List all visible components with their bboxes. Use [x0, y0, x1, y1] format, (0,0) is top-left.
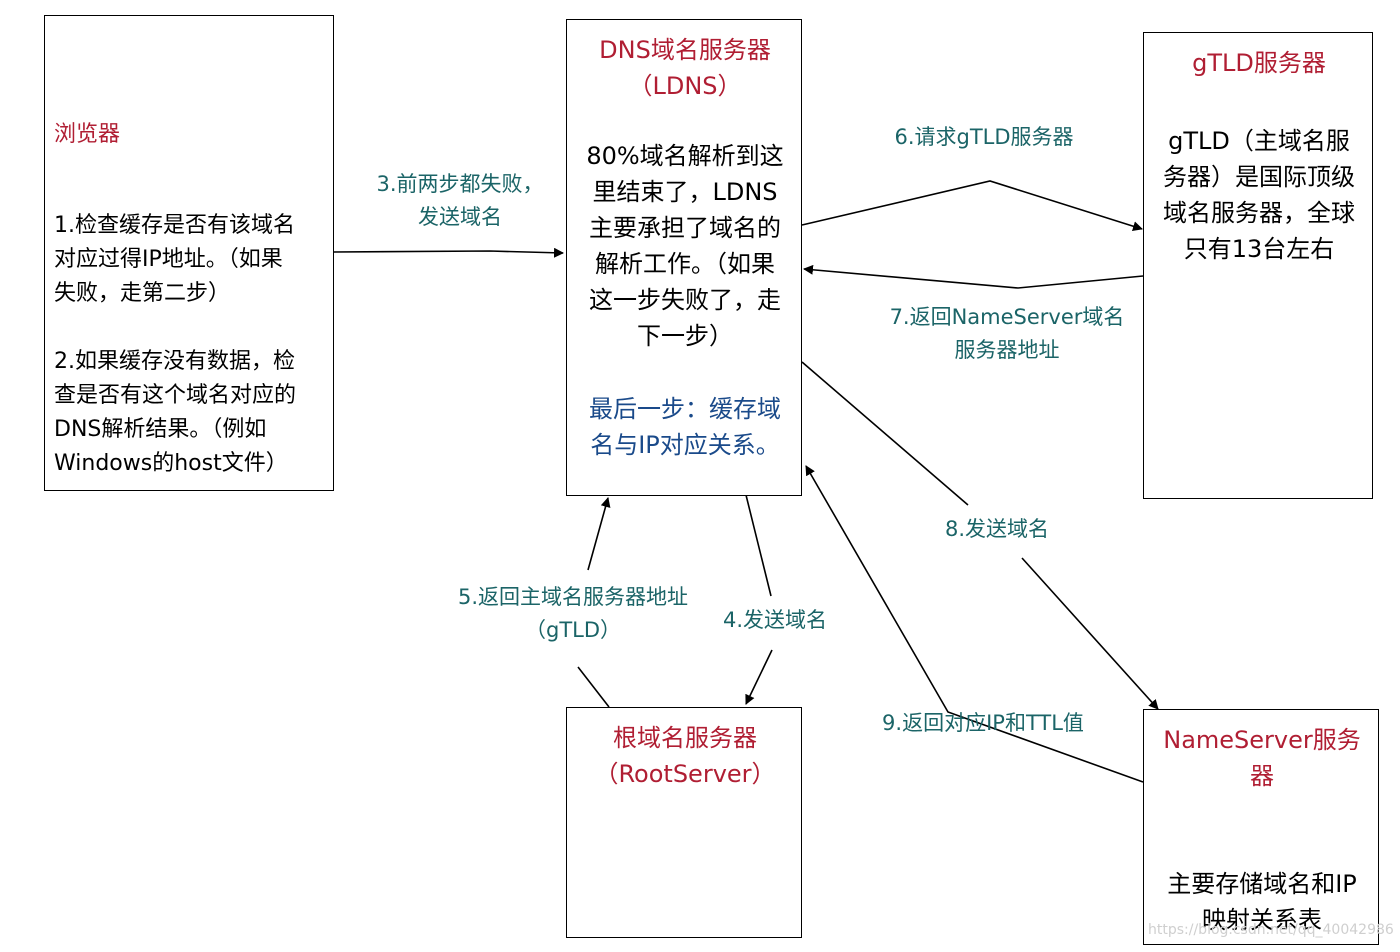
ldns-box: DNS域名服务器 （LDNS） 80%域名解析到这 里结束了，LDNS 主要承担… — [566, 19, 802, 496]
ldns-description: 80%域名解析到这 里结束了，LDNS 主要承担了域名的 解析工作。（如果 这一… — [586, 142, 784, 350]
edge-3-label: 3.前两步都失败， 发送域名 — [360, 168, 560, 234]
nameserver-box: NameServer服务 器 主要存储域名和IP 映射关系表 — [1143, 709, 1379, 945]
edge-4-label: 4.发送域名 — [710, 604, 840, 637]
nameserver-title: NameServer服务 器 — [1163, 726, 1361, 790]
edge-6-arrow — [801, 180, 1143, 232]
browser-step1: 1.检查缓存是否有该域名 对应过得IP地址。（如果 失败，走第二步） — [54, 213, 295, 306]
browser-box: 浏览器 1.检查缓存是否有该域名 对应过得IP地址。（如果 失败，走第二步） 2… — [44, 15, 334, 491]
edge-3-arrow — [332, 247, 564, 258]
gtld-description: gTLD（主域名服 务器）是国际顶级 域名服务器，全球 只有13台左右 — [1163, 127, 1355, 263]
edge-9-arrow — [805, 465, 1144, 783]
edge-8-label: 8.发送域名 — [932, 513, 1062, 546]
gtld-box: gTLD服务器 gTLD（主域名服 务器）是国际顶级 域名服务器，全球 只有13… — [1143, 32, 1373, 499]
edge-5-label: 5.返回主域名服务器地址 （gTLD） — [438, 581, 708, 647]
edge-9-label: 9.返回对应IP和TTL值 — [882, 711, 1084, 735]
browser-title: 浏览器 — [54, 122, 121, 147]
watermark: https://blog.csdn.net/qq_40042986 — [1148, 922, 1394, 938]
edge-5-arrow — [577, 498, 609, 708]
edge-8-arrow — [801, 361, 1158, 709]
root-server-title: 根域名服务器 （RootServer） — [594, 724, 776, 788]
edge-6-label: 6.请求gTLD服务器 — [880, 121, 1088, 154]
edge-7-arrow — [803, 264, 1144, 289]
browser-step2: 2.如果缓存没有数据，检 查是否有这个域名对应的 DNS解析结果。（例如 Win… — [54, 349, 297, 476]
ldns-last-step: 最后一步：缓存域 名与IP对应关系。 — [589, 395, 781, 459]
ldns-title: DNS域名服务器 （LDNS） — [599, 36, 771, 100]
gtld-title: gTLD服务器 — [1192, 49, 1326, 77]
root-server-box: 根域名服务器 （RootServer） — [566, 707, 802, 938]
nameserver-description: 主要存储域名和IP 映射关系表 — [1167, 870, 1357, 934]
edge-7-label: 7.返回NameServer域名 服务器地址 — [876, 301, 1138, 367]
edge-4-arrow — [746, 494, 773, 704]
